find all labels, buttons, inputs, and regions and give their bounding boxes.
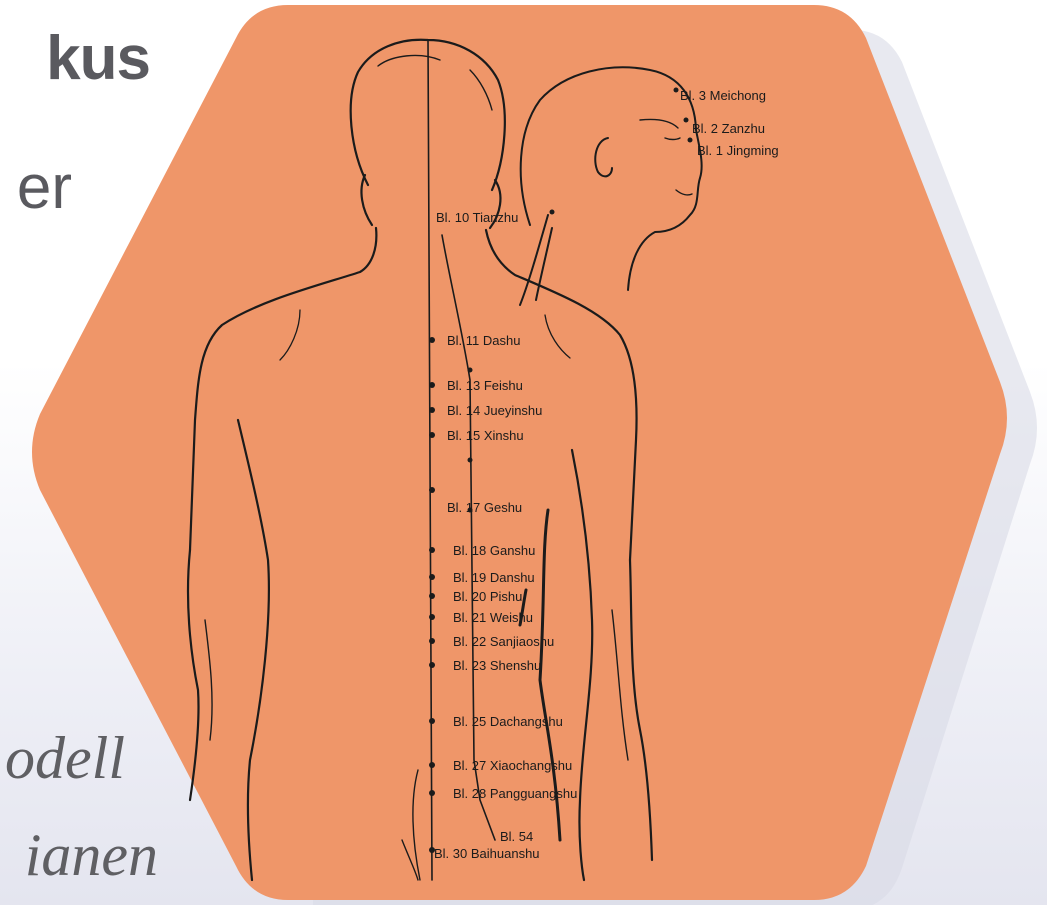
label-bl23: Bl. 23 Shenshu (453, 658, 541, 673)
label-bl19: Bl. 19 Danshu (453, 570, 535, 585)
label-bl2: Bl. 2 Zanzhu (692, 121, 765, 136)
label-bl27: Bl. 27 Xiaochangshu (453, 758, 572, 773)
label-bl1: Bl. 1 Jingming (697, 143, 779, 158)
label-bl18: Bl. 18 Ganshu (453, 543, 535, 558)
label-bl20: Bl. 20 Pishu (453, 589, 522, 604)
label-bl13: Bl. 13 Feishu (447, 378, 523, 393)
label-bl21: Bl. 21 Weishu (453, 610, 533, 625)
label-bl14: Bl. 14 Jueyinshu (447, 403, 542, 418)
label-bl30: Bl. 30 Baihuanshu (434, 846, 540, 861)
label-bl17: Bl. 17 Geshu (447, 500, 522, 515)
label-bl22: Bl. 22 Sanjiaoshu (453, 634, 554, 649)
label-bl28: Bl. 28 Pangguangshu (453, 786, 577, 801)
label-bl15: Bl. 15 Xinshu (447, 428, 524, 443)
label-bl10: Bl. 10 Tianzhu (436, 210, 518, 225)
label-bl54: Bl. 54 (500, 829, 533, 844)
label-bl25: Bl. 25 Dachangshu (453, 714, 563, 729)
label-bl11: Bl. 11 Dashu (447, 333, 520, 348)
label-bl3: Bl. 3 Meichong (680, 88, 766, 103)
